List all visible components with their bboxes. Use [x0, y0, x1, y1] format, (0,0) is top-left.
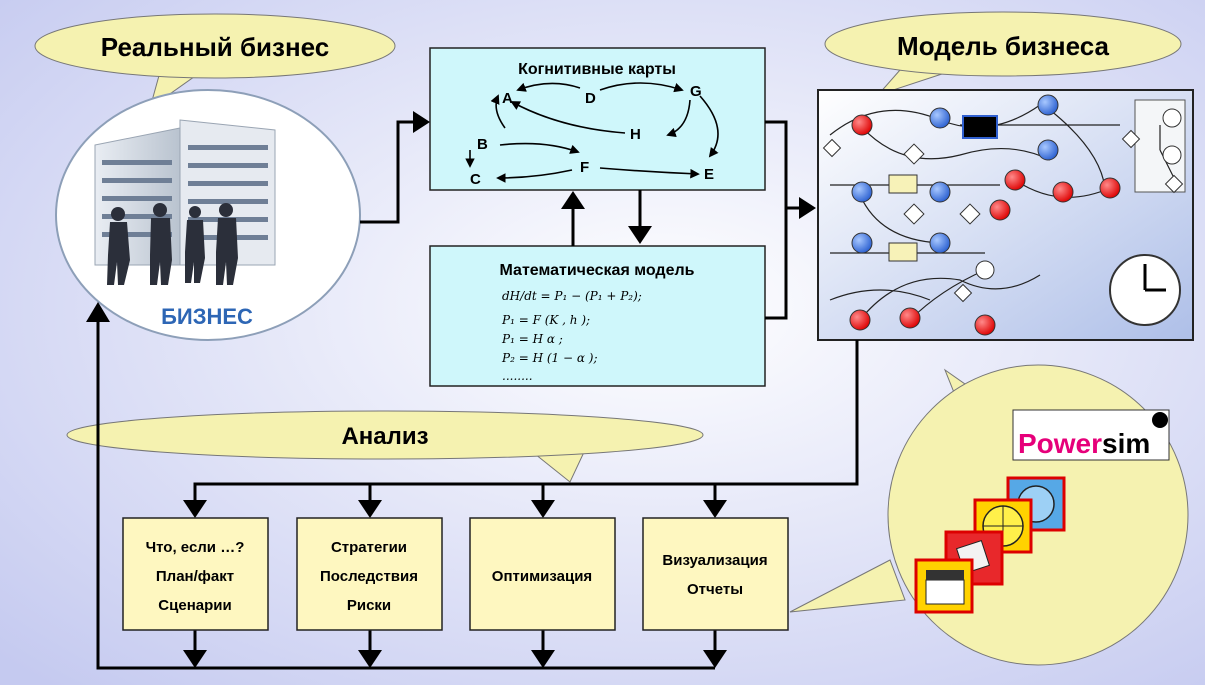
formula-3: P₁ = H α ;: [501, 332, 563, 346]
bubble-real-business-label: Реальный бизнес: [101, 32, 329, 62]
node-g: G: [690, 83, 702, 100]
formula-ellipsis: ........: [502, 369, 533, 383]
top-connectors: [360, 120, 806, 320]
business-image: БИЗНЕС: [55, 89, 361, 341]
cognitive-map-box: Когнитивные карты A B C D E F G H: [429, 47, 766, 191]
top-arrowheads: [413, 111, 816, 244]
node-h: H: [630, 126, 641, 143]
cognitive-map-title: Когнитивные карты: [518, 61, 676, 78]
clapperboard-icon: [914, 558, 974, 614]
bubble-business-model-label: Модель бизнеса: [897, 31, 1109, 61]
analysis-box-visualization: Визуализация Отчеты: [642, 517, 789, 631]
analysis-box-4-line-1: Визуализация: [662, 552, 767, 569]
model-stock-2: [888, 242, 918, 262]
model-red-nodes: [849, 114, 1121, 336]
business-model-panel: [817, 89, 1194, 341]
analysis-box-optimization: Оптимизация: [469, 517, 616, 631]
dice-red-icon: [944, 530, 1004, 586]
formula-2: P₁ = F (K , h );: [501, 313, 590, 327]
business-people-icon: [107, 203, 238, 285]
bubble-real-business: Реальный бизнес: [34, 13, 396, 110]
node-a: A: [502, 90, 513, 107]
formula-4: P₂ = H (1 − α );: [501, 351, 598, 365]
model-stock-black: [962, 115, 998, 139]
business-caption: БИЗНЕС: [161, 304, 253, 329]
node-d: D: [585, 90, 596, 107]
bubble-tools: Powersim: [789, 364, 1189, 666]
tool-icons: [914, 476, 1066, 614]
node-e: E: [704, 166, 714, 183]
clock-icon: [1109, 254, 1181, 326]
math-model-box: Математическая модель dH/dt = P₁ − (P₁ +…: [429, 245, 766, 387]
analysis-arrowheads: [86, 302, 727, 668]
analysis-box-1-line-2: План/факт: [156, 568, 234, 585]
model-converters: [822, 108, 1184, 303]
bubble-business-model: Модель бизнеса: [824, 11, 1182, 97]
model-stock-1: [888, 174, 918, 194]
node-b: B: [477, 136, 488, 153]
math-model-title: Математическая модель: [500, 262, 695, 279]
logo-power: Power: [1018, 428, 1102, 459]
svg-text:Powersim: Powersim: [1018, 428, 1150, 459]
bubble-analysis: Анализ: [66, 410, 704, 483]
analysis-box-1-line-3: Сценарии: [158, 597, 231, 614]
analysis-box-2-line-3: Риски: [347, 597, 391, 614]
analysis-box-4-line-2: Отчеты: [687, 581, 743, 598]
analysis-box-2-line-2: Последствия: [320, 568, 418, 585]
analysis-box-2-line-1: Стратегии: [331, 539, 407, 556]
analysis-box-what-if: Что, если …? План/факт Сценарии: [122, 517, 269, 631]
powersim-logo: Powersim: [1012, 409, 1170, 461]
node-c: C: [470, 171, 481, 188]
globe-icon: [1152, 412, 1168, 428]
bubble-analysis-label: Анализ: [341, 423, 428, 450]
logo-sim: sim: [1102, 428, 1150, 459]
node-f: F: [580, 159, 589, 176]
analysis-box-3-line-1: Оптимизация: [492, 568, 592, 585]
analysis-connectors: [96, 322, 859, 670]
analysis-box-1-line-1: Что, если …?: [146, 539, 245, 556]
formula-1: dH/dt = P₁ − (P₁ + P₂);: [502, 289, 642, 303]
cognitive-map-links: [465, 82, 719, 183]
model-blue-nodes: [851, 94, 1059, 254]
analysis-box-strategies: Стратегии Последствия Риски: [296, 517, 443, 631]
